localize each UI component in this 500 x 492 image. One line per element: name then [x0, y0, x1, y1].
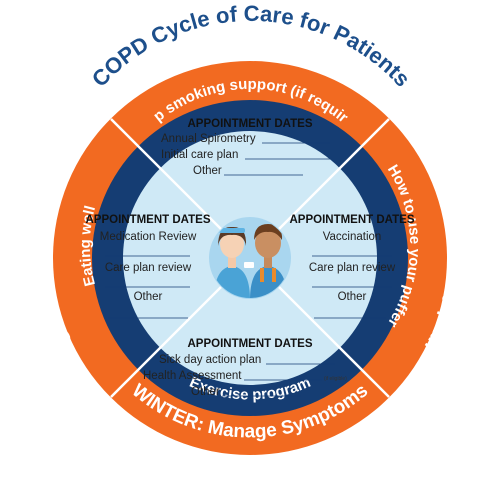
quadrant-right: APPOINTMENT DATES Vaccination Care plan …	[289, 214, 415, 319]
quadrant-left-item-2: Care plan review	[105, 262, 192, 274]
quadrant-left: APPOINTMENT DATES Medication Review Care…	[85, 214, 211, 319]
center-disc	[209, 217, 291, 299]
quadrant-bottom-note: (if eligible)	[324, 376, 347, 382]
quadrant-top-item-3: Other	[193, 165, 222, 177]
quadrant-left-item-3: Other	[134, 291, 163, 303]
quadrant-bottom-item-1: Sick day action plan	[159, 354, 261, 366]
quadrant-top-heading: APPOINTMENT DATES	[187, 118, 312, 130]
quadrant-bottom-heading: APPOINTMENT DATES	[187, 338, 312, 350]
quadrant-right-item-3: Other	[338, 291, 367, 303]
quadrant-bottom-item-2: Health Assessment	[143, 370, 242, 382]
quadrant-top-item-2: Initial care plan	[161, 149, 238, 161]
quadrant-left-heading: APPOINTMENT DATES	[85, 214, 210, 226]
quadrant-left-item-1: Medication Review	[100, 231, 197, 243]
quadrant-right-item-1: Vaccination	[323, 231, 382, 243]
quadrant-bottom-item-3: Other	[191, 386, 220, 398]
quadrant-bottom: APPOINTMENT DATES Sick day action plan H…	[143, 338, 347, 398]
quadrant-top-item-1: Annual Spirometry	[161, 133, 256, 145]
ring-label-eating-well: Eating well	[77, 204, 99, 288]
quadrant-right-heading: APPOINTMENT DATES	[289, 214, 414, 226]
quadrant-top: APPOINTMENT DATES Annual Spirometry Init…	[161, 118, 330, 177]
quadrant-right-item-2: Care plan review	[309, 262, 396, 274]
